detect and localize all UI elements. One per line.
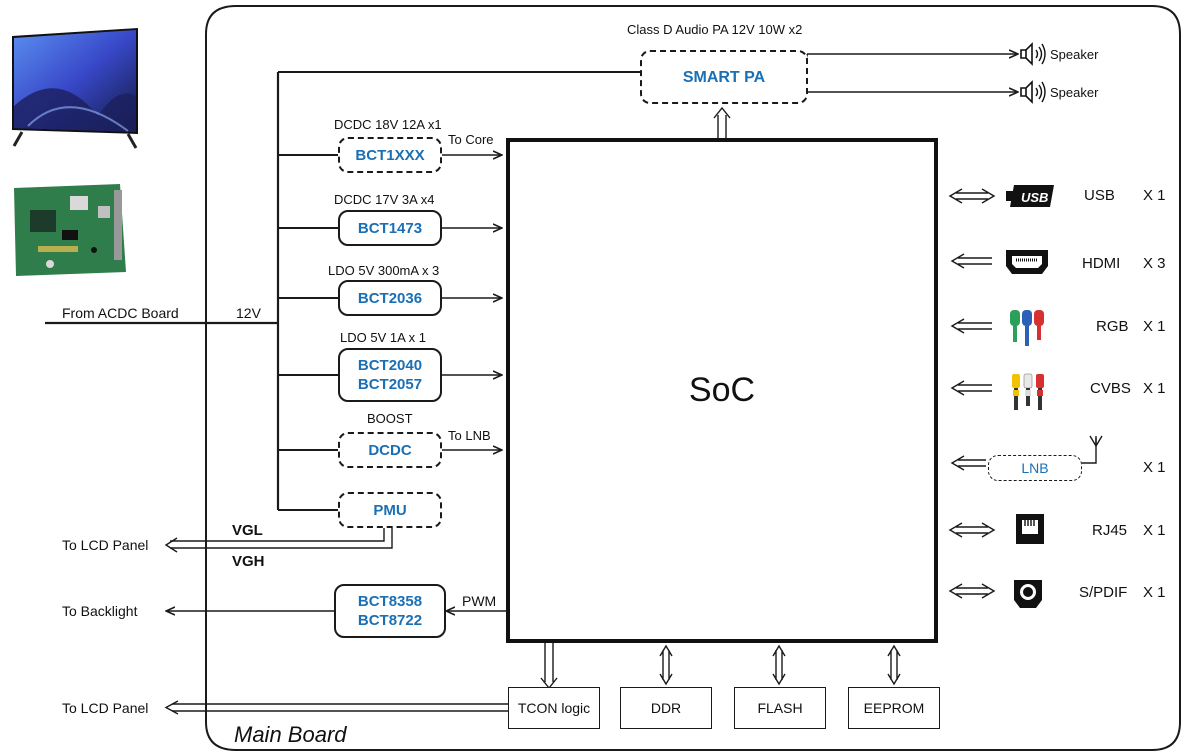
smart-pa-name: SMART PA (683, 68, 765, 87)
chip-name: BCT8722 (358, 611, 422, 630)
rgb-connector-icon (1008, 308, 1048, 353)
peripheral-name: CVBS (1090, 380, 1131, 397)
peripheral-count: X 1 (1143, 187, 1166, 204)
soc-label: SoC (689, 371, 755, 410)
chip-description: DCDC 17V 3A x4 (334, 192, 434, 208)
memory-block-ddr: DDR (620, 687, 712, 729)
chip-name: BCT1XXX (355, 146, 424, 165)
peripheral-count: X 1 (1143, 522, 1166, 539)
tcon-label: TCON logic (518, 700, 590, 716)
chip-description: LDO 5V 300mA x 3 (328, 263, 439, 279)
chip-block: DCDC (338, 432, 442, 468)
memory-label: EEPROM (864, 700, 925, 716)
peripheral-count: X 1 (1143, 459, 1166, 476)
memory-block-eeprom: EEPROM (848, 687, 940, 729)
speaker-icon (1019, 80, 1049, 109)
speaker-label-2: Speaker (1050, 85, 1098, 101)
memory-label: DDR (651, 700, 681, 716)
chip-name: DCDC (368, 441, 411, 460)
backlight-driver-block: BCT8358 BCT8722 (334, 584, 446, 638)
peripheral-name: USB (1084, 187, 1115, 204)
hdmi-icon (1004, 248, 1050, 281)
peripheral-name: LNB (1021, 459, 1048, 478)
speaker-label-1: Speaker (1050, 47, 1098, 63)
usb-icon: USB (1006, 183, 1056, 214)
peripheral-count: X 1 (1143, 584, 1166, 601)
tv-image (8, 6, 142, 158)
peripheral-name: RGB (1096, 318, 1129, 335)
smart-pa-description: Class D Audio PA 12V 10W x2 (627, 22, 802, 38)
chip-name: BCT2057 (358, 375, 422, 394)
smart-pa-block: SMART PA (640, 50, 808, 104)
speaker-icon (1019, 42, 1049, 71)
memory-label: FLASH (757, 700, 802, 716)
chip-block: BCT1XXX (338, 137, 442, 173)
tcon-target-label: To LCD Panel (62, 700, 148, 716)
pmu-block: PMU (338, 492, 442, 528)
acdc-voltage-label: 12V (236, 305, 261, 321)
chip-description: DCDC 18V 12A x1 (334, 117, 442, 133)
vgh-label: VGH (232, 553, 265, 570)
board-image (10, 180, 128, 280)
peripheral-name: HDMI (1082, 255, 1120, 272)
rca-connector-icon (1010, 372, 1048, 419)
chip-block: BCT2040 BCT2057 (338, 348, 442, 402)
chip-output-label: To Core (448, 132, 494, 148)
vgl-label: VGL (232, 522, 263, 539)
peripheral-count: X 1 (1143, 318, 1166, 335)
ethernet-port-icon (1016, 514, 1044, 549)
optical-port-icon (1010, 578, 1046, 615)
soc-block: SoC (506, 138, 938, 643)
lnb-block: LNB (988, 455, 1082, 481)
svg-text:USB: USB (1021, 190, 1048, 205)
chip-name: BCT1473 (358, 219, 422, 238)
memory-block-flash: FLASH (734, 687, 826, 729)
chip-name: BCT8358 (358, 592, 422, 611)
peripheral-name: S/PDIF (1079, 584, 1127, 601)
peripheral-count: X 3 (1143, 255, 1166, 272)
chip-block: BCT2036 (338, 280, 442, 316)
chip-name: BCT2040 (358, 356, 422, 375)
peripheral-count: X 1 (1143, 380, 1166, 397)
backlight-target-label: To Backlight (62, 603, 137, 619)
tcon-block: TCON logic (508, 687, 600, 729)
chip-output-label: To LNB (448, 428, 491, 444)
pwm-label: PWM (462, 593, 496, 609)
chip-block: BCT1473 (338, 210, 442, 246)
chip-description: LDO 5V 1A x 1 (340, 330, 426, 346)
chip-name: PMU (373, 501, 406, 520)
lcd-panel-label: To LCD Panel (62, 537, 148, 553)
chip-name: BCT2036 (358, 289, 422, 308)
chip-description: BOOST (367, 411, 413, 427)
main-board-label: Main Board (234, 722, 347, 748)
acdc-source-label: From ACDC Board (62, 305, 179, 321)
peripheral-name: RJ45 (1092, 522, 1127, 539)
